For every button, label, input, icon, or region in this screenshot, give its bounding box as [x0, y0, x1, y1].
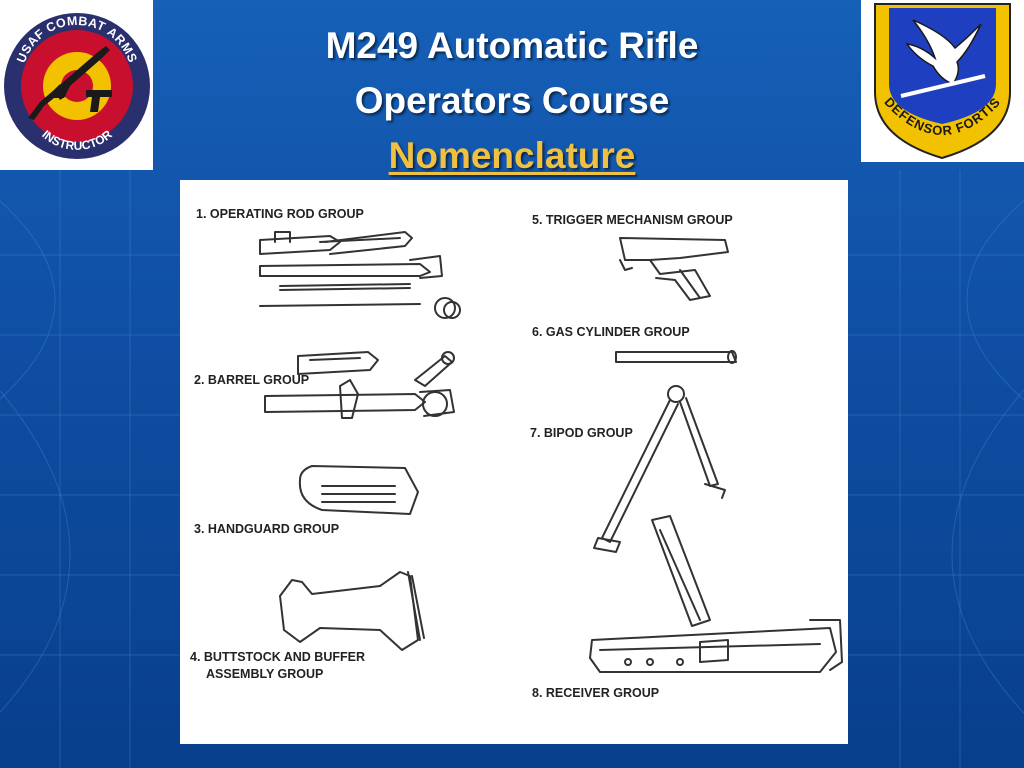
label-handguard-group: 3. HANDGUARD GROUP: [194, 522, 340, 536]
receiver-drawing: [589, 515, 843, 673]
bipod-drawing: [593, 385, 726, 553]
label-trigger-mechanism-group: 5. TRIGGER MECHANISM GROUP: [532, 213, 733, 227]
label-buttstock-group-line2: ASSEMBLY GROUP: [206, 667, 324, 681]
title-line-2: Operators Course: [354, 80, 670, 121]
falcon-icon: [900, 19, 986, 98]
gas-cylinder-drawing: [615, 350, 737, 364]
label-buttstock-group: 4. BUTTSTOCK AND BUFFER: [190, 650, 365, 664]
nomenclature-diagram: 1. OPERATING ROD GROUP 2. BARREL GROUP 3…: [180, 180, 848, 744]
defensor-fortis-badge: DEFENSOR FORTIS: [861, 0, 1024, 162]
title-line-1: M249 Automatic Rifle: [325, 25, 699, 66]
operating-rod-drawing: [259, 231, 461, 319]
pistol-icon: [86, 90, 112, 112]
buttstock-drawing: [279, 571, 425, 651]
barrel-drawing: [264, 351, 455, 419]
rifle-icon: [28, 46, 110, 120]
label-bipod-group: 7. BIPOD GROUP: [530, 426, 633, 440]
trigger-mechanism-drawing: [619, 237, 729, 301]
label-receiver-group: 8. RECEIVER GROUP: [532, 686, 660, 700]
parts-drawings: [259, 231, 843, 673]
slide-subtitle: Nomenclature: [388, 135, 636, 176]
combat-arms-instructor-badge: USAF COMBAT ARMS INSTRUCTOR: [0, 0, 153, 170]
slide-title: M249 Automatic Rifle Operators Course No…: [240, 18, 784, 183]
handguard-drawing: [298, 465, 419, 515]
label-operating-rod-group: 1. OPERATING ROD GROUP: [196, 207, 364, 221]
label-gas-cylinder-group: 6. GAS CYLINDER GROUP: [532, 325, 690, 339]
label-barrel-group: 2. BARREL GROUP: [194, 373, 310, 387]
